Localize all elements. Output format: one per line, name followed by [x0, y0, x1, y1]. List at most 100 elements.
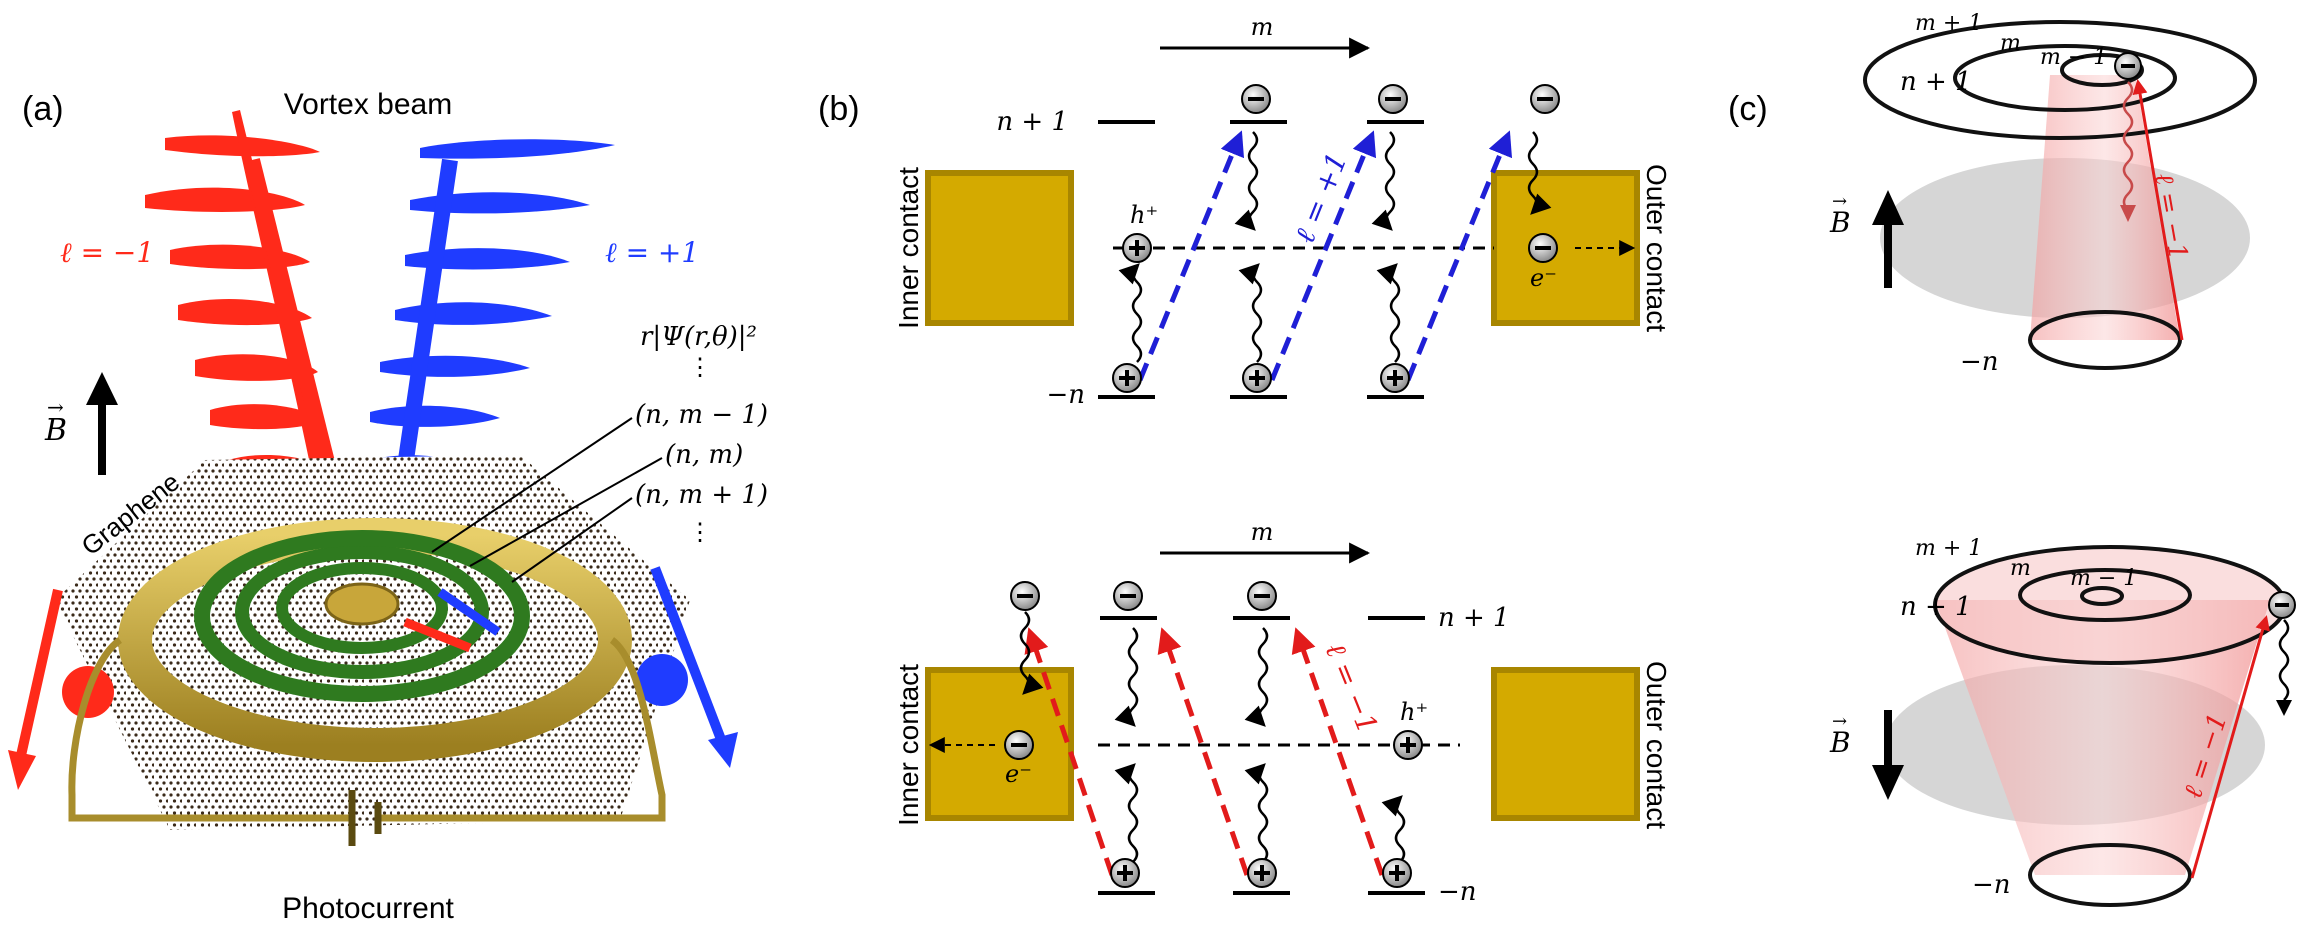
right-photon-dot [636, 654, 688, 706]
relaxation-arrows-bottom [1019, 611, 1406, 863]
left-beam-label: ℓ = −1 [60, 236, 154, 269]
outer-contact-label-top: Outer contact [1641, 164, 1672, 332]
ring-label-m-plus-1-top: m + 1 [1915, 11, 1982, 36]
inner-contact-top [925, 170, 1074, 326]
right-beam-label: ℓ = +1 [605, 236, 699, 269]
ring-m-minus-1-top [2060, 53, 2144, 87]
ring-label-m-minus-1-top: m − 1 [2040, 45, 2107, 70]
inner-contact-label-bottom: Inner contact [893, 664, 924, 826]
ring-m-top [1953, 44, 2177, 112]
red-small-arrow [403, 617, 472, 653]
upper-level-label-c-bottom: n + 1 [1900, 592, 1972, 622]
transition-arrow-c-bottom [2190, 615, 2270, 879]
b-field-arrow-c-bottom: B → [1829, 710, 1904, 800]
inner-contact-label-top: Inner contact [893, 167, 924, 329]
ellipsis-top: ⋮ [688, 353, 712, 381]
transition-label-top: ℓ = +1 [1288, 148, 1354, 248]
inner-gold-contact [324, 582, 400, 626]
state-label-m: (n, m) [665, 440, 743, 470]
panel-b-bottom: m Inner contact Outer contact n + 1 −n ℓ… [893, 518, 1672, 907]
lower-level-label-c-bottom: −n [1972, 870, 2011, 900]
m-arrow-label-top: m [1251, 13, 1274, 41]
transition-arrow-bottom-2 [1291, 627, 1385, 876]
outer-contact-bottom [1491, 667, 1640, 821]
leader-line-3 [511, 497, 633, 583]
b-field-arrow-a: B → [44, 372, 118, 475]
relaxation-c-bottom-head [2276, 700, 2292, 716]
ring-m-bottom [2018, 568, 2192, 622]
electron-c-top-sign [2121, 64, 2135, 68]
panel-a-label: (a) [22, 90, 64, 128]
hole-label-bottom: h⁺ [1400, 698, 1428, 726]
electrons-top [1241, 84, 1560, 263]
panel-c-label: (c) [1728, 90, 1768, 128]
electron-c-bottom-sign [2275, 603, 2289, 607]
holes-top [1112, 233, 1410, 393]
panel-c: (c) ℓ = −1 m + 1 m m − 1 n + 1 −n B [1728, 11, 2296, 907]
electron-label-bottom: e⁻ [1005, 760, 1032, 788]
transition-label-bottom: ℓ = −1 [1319, 638, 1385, 738]
outer-contact-label-bottom: Outer contact [1641, 661, 1672, 829]
leader-line-2 [469, 457, 663, 567]
b-field-label-c-top: B [1829, 206, 1851, 239]
transition-arrow-top-0 [1137, 130, 1245, 381]
vector-arrow-c-bottom: → [1832, 711, 1847, 732]
transition-arrow-c-top [2132, 79, 2184, 341]
relaxation-arrows-top [1118, 131, 1552, 363]
hole-label-top: h⁺ [1130, 201, 1158, 229]
left-side-arrow [15, 588, 63, 762]
ring-m-plus-1-top [1863, 20, 2257, 140]
b-field-arrow-c-top: B → [1829, 190, 1904, 288]
panel-c-top: ℓ = −1 m + 1 m m − 1 n + 1 −n B → [1829, 11, 2257, 377]
panel-a: (a) Vortex beam ℓ = −1 ℓ = +1 [8, 88, 768, 925]
relaxation-c-bottom [2278, 619, 2290, 701]
transition-arrow-bottom-0 [1024, 627, 1115, 876]
transition-arrow-bottom-1 [1157, 627, 1250, 876]
lower-level-label-bottom: −n [1438, 877, 1477, 907]
photocurrent-label: Photocurrent [282, 892, 454, 925]
ring-label-m-bottom: m [2010, 556, 2031, 581]
landau-orbit-rings [194, 530, 530, 702]
right-side-arrowhead [708, 732, 738, 768]
panel-b-label: (b) [818, 90, 860, 128]
right-side-arrow [650, 566, 727, 744]
lower-ring-top [2028, 310, 2182, 370]
electron-label-top: e⁻ [1530, 264, 1557, 292]
left-side-arrowhead [8, 750, 36, 790]
outer-contact-top [1491, 170, 1640, 326]
leader-line-1 [431, 417, 633, 553]
b-field-label-a: B [44, 413, 67, 448]
lower-ring-bottom [2028, 843, 2192, 907]
ring-label-m-plus-1-bottom: m + 1 [1915, 536, 1982, 561]
electrons-bottom [1004, 581, 1277, 760]
ring-label-m-minus-1-bottom: m − 1 [2070, 566, 2137, 591]
upper-level-label-top: n + 1 [996, 107, 1068, 137]
circuit-wire-right [378, 637, 666, 822]
inner-contact-bottom [925, 667, 1074, 821]
wavefunction-label: r|Ψ(r,θ)|² [640, 322, 757, 352]
vortex-beam-title: Vortex beam [284, 88, 452, 121]
b-field-label-c-bottom: B [1829, 726, 1851, 759]
relaxation-c-top [2122, 81, 2134, 211]
state-label-m-minus: (n, m − 1) [635, 400, 768, 430]
vector-arrow-a: → [47, 395, 64, 419]
upper-level-label-c-top: n + 1 [1900, 67, 1972, 97]
transition-arrow-top-1 [1269, 130, 1377, 381]
panel-b-top: m Inner contact Outer contact n + 1 −n ℓ… [893, 13, 1672, 410]
blue-small-arrow [437, 588, 501, 636]
upper-level-label-bottom: n + 1 [1438, 603, 1510, 633]
vector-arrow-c-top: → [1832, 191, 1847, 212]
panel-c-bottom: ℓ = −1 m + 1 m m − 1 n + 1 −n B → [1829, 536, 2296, 907]
lower-level-label-top: −n [1046, 380, 1085, 410]
relaxation-c-top-head [2120, 205, 2136, 222]
cone-bottom [1935, 600, 2270, 875]
transition-arrow-top-2 [1405, 130, 1513, 381]
state-label-m-plus: (n, m + 1) [635, 480, 768, 510]
ring-m-minus-1-bottom [2080, 586, 2124, 606]
cone-top [2030, 75, 2180, 340]
holes-bottom [1110, 730, 1423, 888]
lower-level-label-c-top: −n [1960, 347, 1999, 377]
ring-label-m-top: m [2000, 31, 2021, 56]
m-arrow-label-bottom: m [1251, 518, 1274, 546]
